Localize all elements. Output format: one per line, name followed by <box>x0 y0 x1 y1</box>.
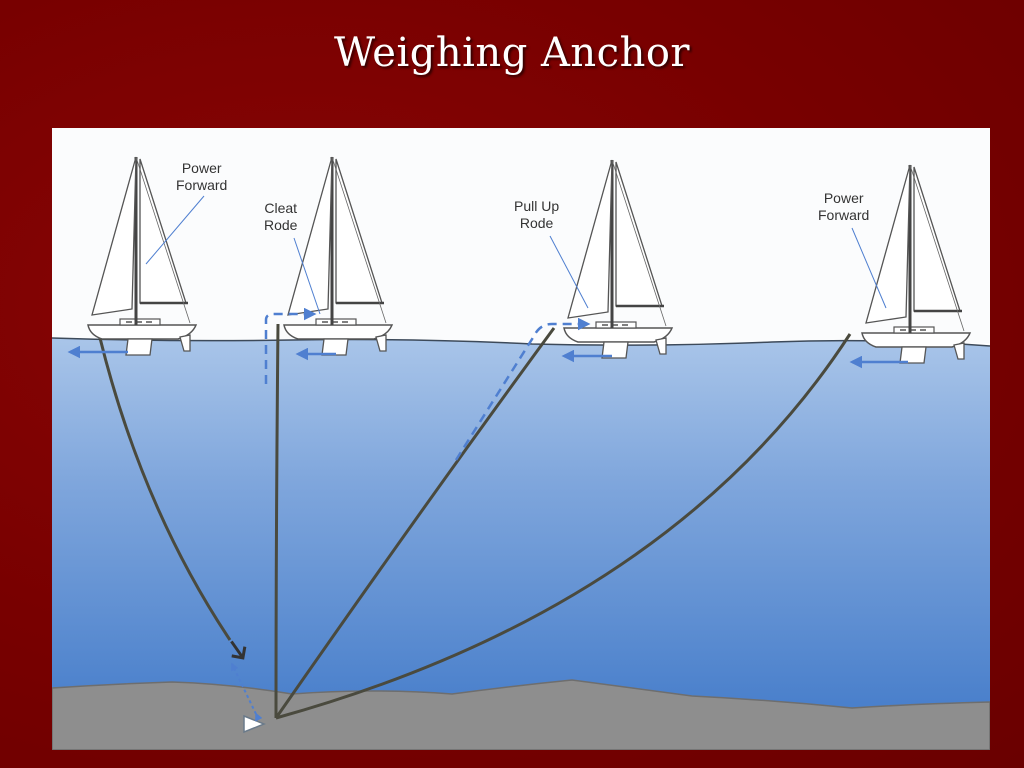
cleat-rode-path <box>264 307 317 384</box>
sky <box>52 128 990 343</box>
rode-4 <box>275 333 852 720</box>
leader-line-1 <box>145 195 205 265</box>
water-surface-line <box>52 337 990 347</box>
leader-line-4 <box>851 227 887 309</box>
anchor-icon <box>230 640 247 660</box>
label-power-forward-2: Power Forward <box>818 190 870 223</box>
label-power-forward-1: Power Forward <box>176 160 228 193</box>
rode-1 <box>98 337 232 641</box>
pull-up-rode-path <box>454 317 591 461</box>
label-cleat-rode: Cleat Rode <box>264 200 298 233</box>
rode-2 <box>274 323 280 719</box>
anchor-diagram-svg <box>52 128 990 750</box>
rode-3 <box>274 327 556 719</box>
leader-line-2 <box>293 237 321 315</box>
slide-title: Weighing Anchor <box>333 30 691 76</box>
water <box>52 338 990 750</box>
leader-line-3 <box>549 235 589 309</box>
seabed <box>52 679 990 750</box>
anchor-diagram: Power Forward Cleat Rode Pull Up Rode Po… <box>52 128 990 750</box>
label-pull-up-rode: Pull Up Rode <box>514 198 560 231</box>
